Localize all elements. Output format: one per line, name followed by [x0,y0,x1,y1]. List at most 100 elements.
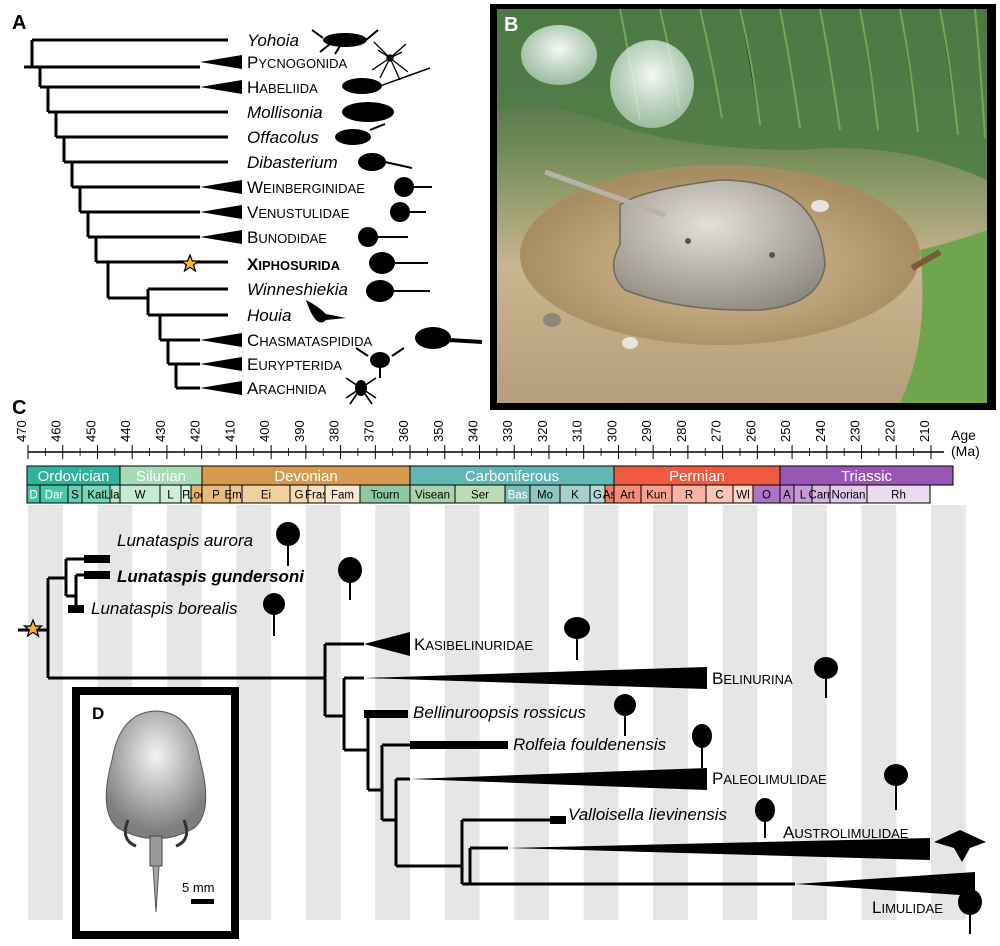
period-label-permian: Permian [669,468,725,485]
worm [910,249,942,271]
dibasterium-silhouette-icon [358,153,413,171]
clade-triangle [200,333,242,347]
taxon-label-bellinuroopsis-rossicus: Bellinuroopsis rossicus [413,703,586,722]
axis-tick-label: 260 [743,420,758,442]
taxon-label-pycnogonida: PYCNOGONIDA [247,53,348,72]
stage-label-ser: Ser [471,490,489,502]
panel-b-reconstruction: B [490,4,996,410]
bellinuroopsis-silhouette-icon [614,694,636,736]
houia-silhouette-icon [306,300,346,323]
lunataspis-borealis-silhouette-icon [263,593,285,636]
taxon-label-offacolus: Offacolus [247,128,319,147]
stage-label-as: As [603,490,617,502]
axis-tick-label: 250 [778,420,793,442]
panel-b-letter: B [504,14,518,36]
axis-tick-label: 270 [709,420,724,442]
taxon-label-weinberginidae: WEINBERGINIDAE [247,178,365,197]
seaweed-background [497,9,987,180]
axis-tick-label: 340 [466,420,481,442]
offacolus-silhouette-icon [335,123,386,145]
period-label-ordovician: Ordovician [38,468,110,485]
paleolimulid-silhouette-icon [884,764,908,810]
stage-label-w: W [135,490,146,502]
taxon-label-lunataspis-borealis: Lunataspis borealis [91,599,238,618]
stage-label-tourn: Tourn [371,490,400,502]
xiphosurid-silhouette-icon [369,252,428,274]
clade-triangle [795,872,975,896]
clade-triangle [364,667,707,689]
period-label-triassic: Triassic [841,468,893,485]
stage-label-dar: Dar [45,490,64,502]
stage-label-loc: Loc [187,490,206,502]
taxon-label-eurypterida: EURYPTERIDA [247,355,342,374]
stage-label-kat: Kat [87,490,105,502]
period-label-carboniferous: Carboniferous [465,468,559,485]
taxon-label-paleolimulidae: PALEOLIMULIDAE [712,769,827,788]
period-label-devonian: Devonian [274,468,337,485]
venustulid-silhouette-icon [390,202,426,222]
clade-triangle [200,357,242,371]
axis-tick-label: 300 [604,420,619,442]
time-band [792,505,827,920]
axis-tick-label: 430 [153,420,168,442]
taxon-label-lunataspis-gundersoni: Lunataspis gundersoni [117,567,305,586]
taxon-label-winneshiekia: Winneshiekia [247,280,348,299]
axis-tick-label: 290 [639,420,654,442]
yohoia-silhouette-icon [311,29,379,55]
bunodid-silhouette-icon [358,227,408,247]
scale-bar [191,899,214,904]
taxon-label-lunataspis-aurora: Lunataspis aurora [117,531,253,550]
range-bar [68,605,84,613]
specimen-telson [152,865,160,913]
jellyfish-left [521,25,597,85]
axis-tick-label: 330 [500,420,515,442]
panel-a-collapsed-clades [200,55,242,395]
stage-label-rh: Rh [891,490,906,502]
lunataspis-gundersoni-silhouette-icon [338,557,362,600]
taxon-label-mollisonia: Mollisonia [247,103,323,122]
axis-tick-label: 350 [431,420,446,442]
time-band [583,505,619,920]
stage-label-wl: Wl [736,490,749,502]
valloisella-silhouette-icon [755,798,775,838]
stage-label-g: G [295,490,304,502]
jellyfish-right [610,40,694,128]
taxon-label-habeliida: HABELIIDA [247,78,318,97]
axis-tick-label: 230 [848,420,863,442]
stage-label-r: R [685,490,693,502]
stage-label-d: D [29,490,37,502]
clade-triangle [410,768,707,790]
taxon-label-limulidae: LIMULIDAE [872,898,943,917]
axis-tick-label: 360 [396,420,411,442]
pycnogonid-silhouette-icon [371,41,409,81]
stage-label-bas: Bas [508,490,528,502]
axis-tick-label: 280 [674,420,689,442]
axis-title-age: Age [951,427,976,443]
seagrass-right [900,230,987,403]
stage-label-norian: Norian [832,490,866,502]
taxon-label-dibasterium: Dibasterium [247,153,338,172]
shell-pebble [811,200,829,212]
taxon-label-chasmataspidida: CHASMATASPIDIDA [247,331,373,350]
time-band [653,505,688,920]
specimen-spines [123,819,189,848]
axis-title-unit: (Ma) [951,443,980,459]
axis-tick-label: 410 [222,420,237,442]
stage-label-art: Art [620,490,636,502]
range-bar [550,816,566,824]
taxon-label-arachnida: ARACHNIDA [247,379,327,398]
austrolimulid-silhouette-icon [934,830,986,862]
stage-label-g: G [593,490,602,502]
lunataspis-telson [544,169,666,218]
star-icon [179,253,201,273]
stage-cell [866,484,931,504]
taxon-label-kasibelinuridae: KASIBELINURIDAE [414,635,533,654]
eye-right [769,252,775,258]
range-bar [84,571,110,579]
axis-tick-label: 320 [535,420,550,442]
axis-tick-label: 440 [118,420,133,442]
